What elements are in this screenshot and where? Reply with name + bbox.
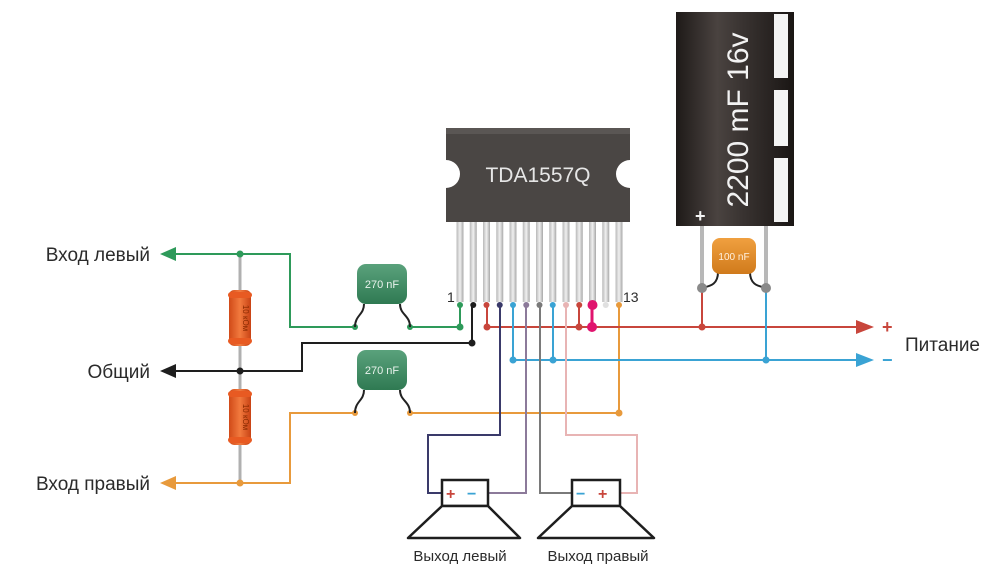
junction-dot [236, 250, 244, 258]
junction-dot [236, 479, 244, 487]
chip-pin [575, 222, 583, 302]
resistor-bottom-label: 10 кОм [241, 404, 250, 430]
speaker-right-terminal-plus: + [598, 486, 607, 503]
chip-pin [522, 222, 530, 302]
speaker-right: − + [536, 478, 656, 540]
junction-dot [698, 323, 706, 331]
label-power-minus: − [882, 350, 893, 370]
chip-pin-tip [549, 302, 556, 308]
wire-out-left-plus [427, 305, 501, 494]
junction-dot [762, 356, 770, 364]
pin-number-last: 13 [623, 289, 639, 305]
wire-out-left-minus [488, 305, 527, 494]
arrow-power-plus-icon [856, 320, 874, 334]
junction-dot [456, 323, 464, 331]
label-common: Общий [87, 362, 150, 383]
wire-out-right-plus [565, 305, 638, 494]
chip-pin [562, 222, 570, 302]
chip-label: TDA1557Q [485, 164, 590, 187]
capacitor-input-right-label: 270 nF [365, 365, 400, 377]
label-input-right: Вход правый [36, 474, 150, 495]
speaker-left: + − [406, 478, 522, 540]
chip-pin [602, 222, 610, 302]
chip-tda1557q: TDA1557Q 1 13 [446, 128, 639, 310]
chip-pin [549, 222, 557, 302]
speaker-left-terminal-plus: + [446, 486, 455, 503]
chip-pin-tip [563, 302, 569, 308]
chip-pin-tip [616, 302, 622, 308]
label-input-left: Вход левый [46, 245, 150, 266]
chip-pin [615, 222, 623, 302]
wire-out-right-minus [539, 305, 572, 494]
label-output-left: Выход левый [413, 548, 506, 565]
wire-input-left [172, 253, 355, 328]
junction-dot [509, 356, 517, 364]
chip-pin [509, 222, 517, 302]
chip-pin-tip [496, 302, 503, 308]
wire-common [172, 305, 473, 372]
electrolytic-capacitor: 2200 mF 16v + [676, 12, 794, 290]
chip-pin-tip [587, 300, 598, 310]
label-power-plus: + [882, 317, 893, 337]
speaker-right-terminal-minus: − [576, 486, 585, 503]
electrolytic-capacitor-plus: + [695, 206, 706, 226]
chip-pin-tip [510, 302, 516, 308]
capacitor-input-left-label: 270 nF [365, 279, 400, 291]
junction-dot [483, 323, 491, 331]
chip-pins [456, 222, 623, 310]
chip-pin [469, 222, 477, 302]
chip-pin-tip [483, 302, 490, 308]
junctions [236, 250, 770, 487]
junction-dot [697, 283, 707, 293]
chip-pin-tip [576, 302, 583, 308]
speaker-left-terminal-minus: − [467, 486, 476, 503]
chip-body [446, 128, 630, 222]
label-output-right: Выход правый [548, 548, 649, 565]
junction-dot [575, 323, 583, 331]
arrow-input-right-icon [160, 476, 176, 490]
arrow-common-icon [160, 364, 176, 378]
junction-dot [549, 356, 557, 364]
chip-pin-tip [602, 302, 609, 308]
capacitor-input-right: 270 nF [354, 350, 411, 414]
junction-dot [236, 367, 244, 375]
resistor-top-label: 10 кОм [241, 305, 250, 331]
junction-dot [468, 339, 476, 347]
chip-pin [483, 222, 490, 302]
junction-dot [587, 322, 597, 332]
chip-pin-tip [457, 302, 463, 308]
capacitor-bypass: 100 nF [697, 238, 771, 293]
arrow-input-left-icon [160, 247, 176, 261]
chip-pin [589, 222, 596, 302]
chip-pin-tip [523, 302, 530, 308]
chip-pin [456, 222, 464, 302]
capacitor-bypass-label: 100 nF [718, 252, 749, 263]
junction-dot [761, 283, 771, 293]
pin-number-first: 1 [447, 289, 455, 305]
label-power: Питание [905, 335, 980, 356]
resistor-top: 10 кОм [228, 290, 252, 346]
junction-dot [615, 409, 623, 417]
wire-input-left-cap-to-pin1 [410, 305, 461, 328]
capacitor-input-left: 270 nF [354, 264, 411, 328]
electrolytic-capacitor-label: 2200 mF 16v [722, 32, 755, 207]
wire-input-right [172, 412, 355, 484]
chip-pin [496, 222, 504, 302]
chip-pin [536, 222, 543, 302]
chip-pin-tip [536, 302, 543, 308]
arrow-power-minus-icon [856, 353, 874, 367]
chip-pin-tip [470, 302, 477, 308]
resistor-bottom: 10 кОм [228, 389, 252, 445]
